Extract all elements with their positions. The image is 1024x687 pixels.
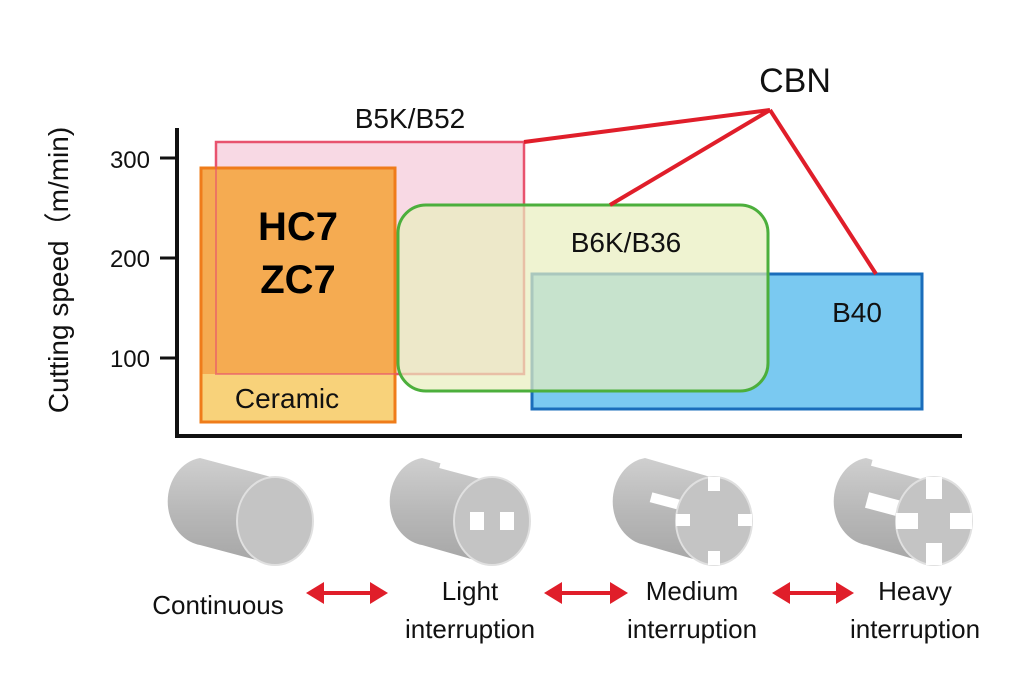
medium-interruption-workpiece-icon [612,450,753,566]
x-category-light-line2: interruption [405,614,535,644]
y-tick-200: 200 [110,246,150,273]
continuous-workpiece-icon [167,458,314,566]
cbn-line-b40 [768,108,878,276]
ceramic-region [201,168,395,374]
double-arrows [306,582,854,604]
hc7-label: HC7 [258,205,338,249]
x-category-light-line1: Light [442,576,499,606]
double-arrow-2 [544,582,628,604]
cbn-line-b6k [608,108,772,207]
y-tick-100: 100 [110,346,150,373]
x-category-heavy-line1: Heavy [878,576,952,606]
double-arrow-1 [306,582,388,604]
x-category-heavy-line2: interruption [850,614,980,644]
ceramic-region-border [199,166,397,424]
b6k-b36-region [396,203,770,393]
cbn-callout-lines [523,108,878,276]
zc7-label: ZC7 [260,258,336,302]
cbn-line-b5k [523,108,771,144]
y-axis-label: Cutting speed（m/min) [43,127,74,413]
heavy-interruption-workpiece-icon [833,450,973,566]
b40-label: B40 [832,297,882,328]
cbn-label: CBN [759,62,831,100]
y-tick-300: 300 [110,147,150,174]
light-interruption-workpiece-icon [389,454,531,566]
x-category-medium-line2: interruption [627,614,757,644]
b5k-b52-label: B5K/B52 [355,103,466,134]
x-category-continuous: Continuous [152,590,284,620]
b6k-b36-label: B6K/B36 [571,227,682,258]
double-arrow-3 [772,582,854,604]
x-category-medium-line1: Medium [646,576,738,606]
ceramic-label: Ceramic [235,383,339,414]
